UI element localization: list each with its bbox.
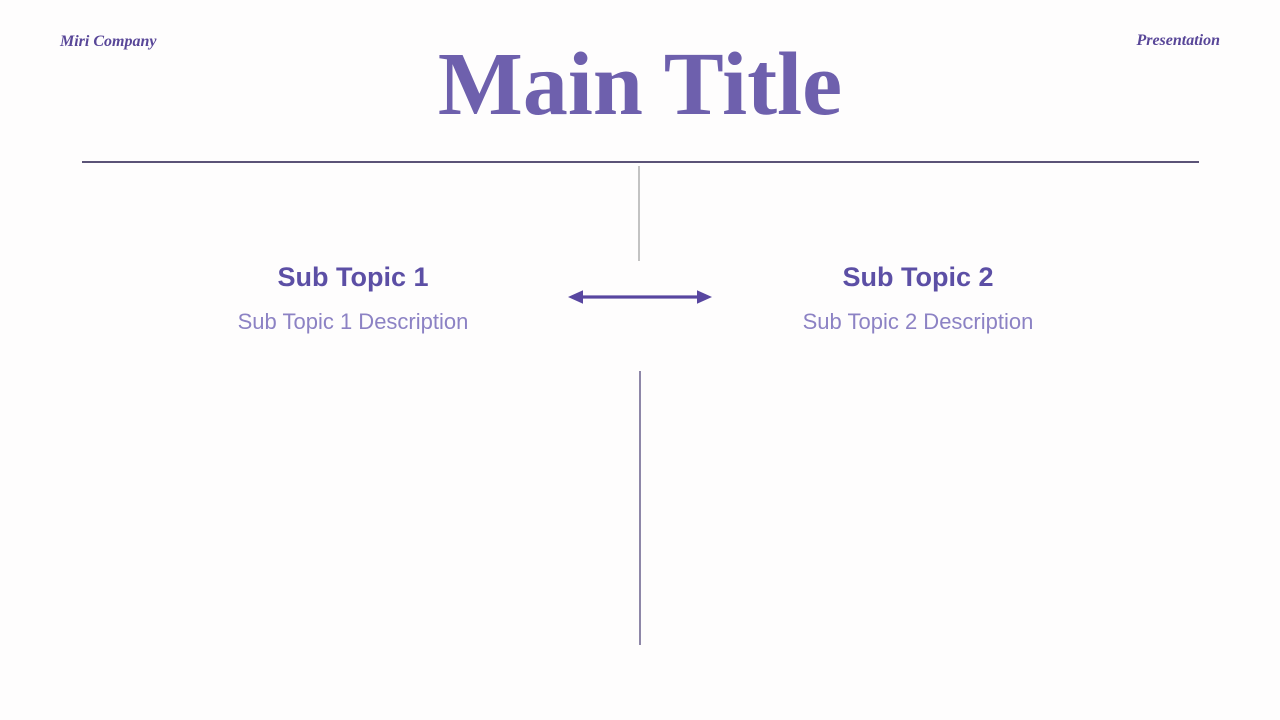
top-connector-line	[638, 166, 640, 261]
subtopic-1-block: Sub Topic 1 Sub Topic 1 Description	[143, 262, 563, 335]
subtopic-1-heading: Sub Topic 1	[277, 262, 429, 292]
brand-label: Miri Company	[60, 33, 157, 50]
subtopic-2-block: Sub Topic 2 Sub Topic 2 Description	[708, 262, 1128, 335]
title-divider-line	[82, 161, 1199, 163]
doc-type-label: Presentation	[1136, 32, 1220, 49]
double-arrow-icon	[568, 289, 712, 305]
subtopic-2-description: Sub Topic 2 Description	[802, 309, 1034, 334]
subtopic-2-heading: Sub Topic 2	[842, 262, 994, 292]
page-title: Main Title	[437, 35, 843, 134]
subtopic-1-description: Sub Topic 1 Description	[237, 309, 469, 334]
bottom-connector-line	[639, 371, 641, 645]
